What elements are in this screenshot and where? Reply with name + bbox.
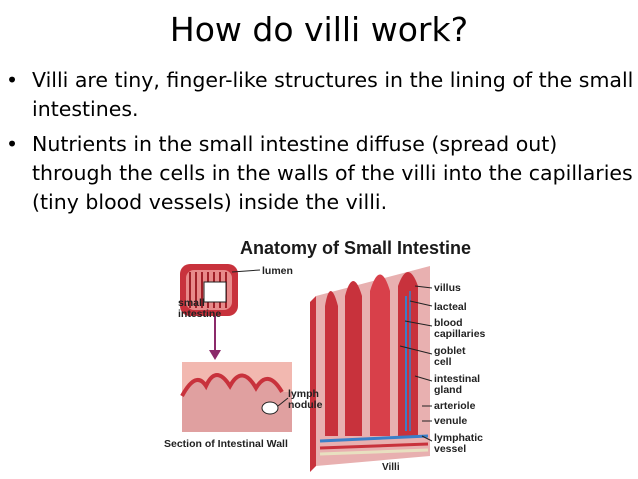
- label-lacteal: lacteal: [434, 301, 467, 313]
- slide-title: How do villi work?: [169, 10, 469, 49]
- label-small-intestine: small intestine: [178, 297, 222, 320]
- label-arteriole: arteriole: [434, 400, 476, 412]
- label-lymphatic-vessel: lymphatic vessel: [434, 432, 484, 455]
- label-goblet-cell: goblet cell: [434, 345, 466, 368]
- leader-lines: [231, 269, 433, 442]
- label-lumen: lumen: [262, 265, 293, 277]
- bullet-icon: •: [6, 68, 19, 92]
- anatomy-illustration: [180, 264, 433, 472]
- label-lymph-nodule: lymph nodule: [288, 388, 323, 411]
- anatomy-figure: Anatomy of Small Intestine: [160, 236, 485, 476]
- wall-section-drawing: [180, 362, 292, 432]
- bullet-list: • Villi are tiny, finger-like structures…: [4, 66, 634, 223]
- label-intestinal-gland: intestinal gland: [434, 373, 481, 396]
- bullet-text: Nutrients in the small intestine diffuse…: [32, 132, 633, 214]
- bullet-text: Villi are tiny, finger-like structures i…: [32, 68, 634, 121]
- label-villus: villus: [434, 282, 461, 294]
- intestine-tube-drawing: [180, 264, 238, 316]
- label-section: Section of Intestinal Wall: [164, 438, 288, 450]
- label-blood-capillaries: blood capillaries: [434, 317, 486, 340]
- label-venule: venule: [434, 415, 468, 427]
- bullet-icon: •: [6, 132, 19, 156]
- bullet-item: • Nutrients in the small intestine diffu…: [4, 130, 634, 217]
- bullet-item: • Villi are tiny, finger-like structures…: [4, 66, 634, 124]
- label-villi: Villi: [382, 462, 400, 473]
- villi-block-drawing: [310, 266, 430, 472]
- figure-title: Anatomy of Small Intestine: [240, 238, 472, 258]
